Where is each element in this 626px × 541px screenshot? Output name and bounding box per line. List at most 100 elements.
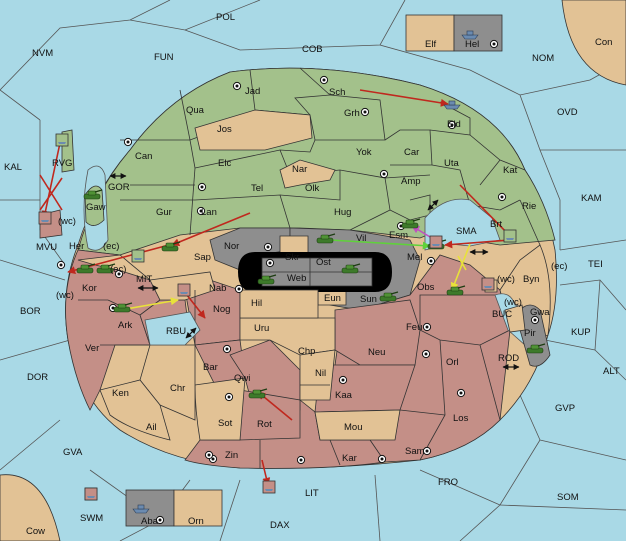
province-label: RVG bbox=[52, 158, 72, 169]
land-hil[interactable] bbox=[239, 289, 319, 319]
fleet-box[interactable] bbox=[429, 235, 443, 249]
land-orn[interactable] bbox=[173, 489, 223, 527]
coast-label: (ec) bbox=[551, 261, 567, 272]
sea-label: NVM bbox=[32, 48, 53, 59]
circle-dot-icon bbox=[421, 349, 431, 359]
land-elf[interactable] bbox=[405, 14, 455, 52]
double-arrow-icon bbox=[427, 199, 439, 211]
province-label: Rot bbox=[257, 419, 272, 430]
province-label: Qua bbox=[186, 105, 205, 116]
land-ail[interactable] bbox=[99, 379, 171, 441]
province-label: Olk bbox=[305, 183, 320, 194]
province-label: Gwa bbox=[530, 307, 550, 318]
land-sot[interactable] bbox=[194, 377, 246, 441]
province-label: Aba bbox=[141, 516, 159, 527]
fleet-box[interactable] bbox=[84, 487, 98, 501]
land-mou[interactable] bbox=[314, 409, 401, 441]
province-label: Kar bbox=[342, 453, 357, 464]
province-label: Lan bbox=[201, 207, 217, 218]
province-label: Hel bbox=[465, 39, 479, 50]
circle-dot-icon bbox=[232, 81, 242, 91]
province-label: Los bbox=[453, 413, 469, 424]
province-label: Eld bbox=[447, 119, 461, 130]
circle-dot-icon bbox=[224, 392, 234, 402]
province-label: Esm bbox=[389, 230, 408, 241]
sea-label: TEI bbox=[588, 259, 603, 270]
fleet-box[interactable] bbox=[131, 249, 145, 263]
fleet-box[interactable] bbox=[262, 480, 276, 494]
province-label: Orn bbox=[188, 516, 204, 527]
province-label: Nar bbox=[292, 164, 307, 175]
province-label: Byn bbox=[523, 274, 539, 285]
province-label: Qwi bbox=[234, 373, 250, 384]
province-label: Rie bbox=[522, 201, 536, 212]
province-label: Ark bbox=[118, 320, 133, 331]
province-label: Gur bbox=[156, 207, 172, 218]
sea-label: FRO bbox=[438, 477, 458, 488]
fleet-box[interactable] bbox=[503, 229, 517, 243]
circle-dot-icon bbox=[456, 388, 466, 398]
province-label: Jos bbox=[217, 124, 232, 135]
province-label: Elf bbox=[425, 39, 436, 50]
circle-dot-icon bbox=[360, 107, 370, 117]
province-label: Ost bbox=[316, 257, 331, 268]
circle-dot-icon bbox=[497, 192, 507, 202]
circle-dot-icon bbox=[234, 284, 244, 294]
province-label: Chr bbox=[170, 383, 185, 394]
sea-label: KUP bbox=[571, 327, 591, 338]
sea-label: RBU bbox=[166, 326, 186, 337]
province-label: Kor bbox=[82, 283, 97, 294]
circle-dot-icon bbox=[123, 137, 133, 147]
land-chr[interactable] bbox=[139, 344, 196, 421]
land-chp-nil[interactable] bbox=[299, 349, 336, 401]
province-label: Pir bbox=[524, 328, 536, 339]
fleet-box[interactable] bbox=[177, 283, 191, 297]
sea-label: BOR bbox=[20, 306, 41, 317]
sea-label: ALT bbox=[603, 366, 620, 377]
sea-label: COB bbox=[302, 44, 323, 55]
fleet-box[interactable] bbox=[55, 133, 69, 147]
province-label: Tel bbox=[251, 183, 263, 194]
circle-dot-icon bbox=[222, 344, 232, 354]
province-label: Vil bbox=[356, 233, 366, 244]
province-label: Mou bbox=[344, 422, 362, 433]
circle-dot-icon bbox=[296, 455, 306, 465]
coast-label: (wc) bbox=[58, 216, 76, 227]
land-aba[interactable] bbox=[125, 489, 175, 527]
province-label: MVU bbox=[36, 242, 57, 253]
sea-labels: POL NVM FUN COB NOM OVD KAL KAM TEI BOR … bbox=[4, 12, 620, 531]
province-label: Chp bbox=[298, 346, 315, 357]
circle-dot-icon bbox=[422, 322, 432, 332]
province-label: Uru bbox=[254, 323, 269, 334]
coast-label: (ec) bbox=[110, 264, 126, 275]
sea-label: FUN bbox=[154, 52, 174, 63]
land-nar[interactable] bbox=[279, 159, 336, 189]
province-label: Car bbox=[404, 147, 419, 158]
sea-label: GVA bbox=[63, 447, 83, 458]
province-label: Can bbox=[135, 151, 152, 162]
circle-dot-icon bbox=[319, 75, 329, 85]
circle-dot-icon bbox=[489, 39, 499, 49]
circle-dot-icon bbox=[338, 375, 348, 385]
canals bbox=[109, 173, 520, 370]
fleet-box[interactable] bbox=[481, 277, 495, 291]
land-jos[interactable] bbox=[194, 109, 313, 151]
province-label: Grh bbox=[344, 108, 360, 119]
sea-label: NOM bbox=[532, 53, 554, 64]
province-label: Nog bbox=[213, 304, 230, 315]
sea-label: SOM bbox=[557, 492, 579, 503]
province-label: Ver bbox=[85, 343, 99, 354]
land-con[interactable] bbox=[561, 0, 626, 86]
circle-dot-icon bbox=[204, 450, 214, 460]
coast-labels: (ec) (ec) (ec) (wc) (wc) (wc) (wc) bbox=[56, 216, 567, 308]
fleet-box[interactable] bbox=[38, 211, 52, 225]
sea-label: DOR bbox=[27, 372, 48, 383]
province-label: Neu bbox=[368, 347, 385, 358]
province-label: Gaw bbox=[86, 202, 106, 213]
coast-label: (wc) bbox=[497, 274, 515, 285]
province-label: Amp bbox=[401, 176, 421, 187]
sea-label: KAM bbox=[581, 193, 602, 204]
land-gwa[interactable] bbox=[504, 304, 526, 333]
circle-dot-icon bbox=[263, 242, 273, 252]
province-label: Skr bbox=[285, 252, 299, 263]
